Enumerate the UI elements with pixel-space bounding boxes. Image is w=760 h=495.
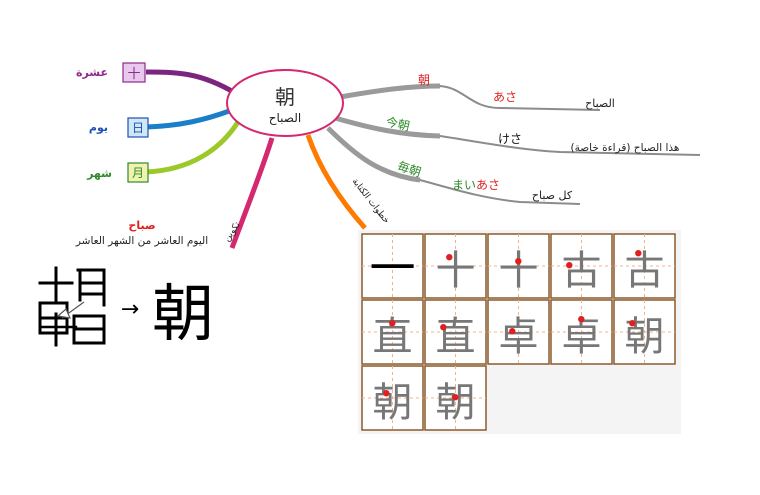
word-maiasa-reading: あさ — [476, 178, 500, 192]
stroke-step-glyph: 十 — [499, 248, 539, 294]
stroke-start-dot — [566, 262, 573, 269]
leaf-month-word: شهر — [86, 167, 112, 180]
center-meaning: الصباح — [269, 111, 301, 125]
branch-word2-root — [334, 115, 441, 139]
stroke-step-cell: 直 — [424, 299, 487, 365]
stroke-start-dot — [446, 254, 453, 261]
word-maiasa-meaning: كل صباح — [532, 189, 573, 202]
branch-composition-line — [229, 137, 275, 249]
composition-ten-bottom — [38, 312, 78, 347]
leaf-ten: عشرة 十 — [76, 62, 146, 83]
composition-illustration — [38, 266, 106, 347]
word-maiasa-reading-prefix: まい — [452, 178, 476, 192]
composition-result-kanji: 朝 — [152, 277, 214, 350]
leaf-ten-kanji: 十 — [127, 67, 140, 82]
leaf-month: شهر 月 — [86, 162, 149, 183]
mnemonic-block: تكوين صباح اليوم العاشر من الشهر العاشر — [75, 219, 243, 247]
center-node: 朝 الصباح — [226, 69, 344, 137]
branch-word3-root — [326, 126, 421, 183]
word-kesa-reading: けさ — [498, 132, 522, 146]
stroke-step-glyph: 古 — [562, 248, 602, 294]
stroke-start-dot — [440, 324, 447, 331]
stroke-step-cell: 直 — [361, 299, 424, 365]
stroke-step-cell: 卓 — [550, 299, 613, 365]
stroke-order-grid: 一十十古古直直卓卓朝朝朝 — [358, 230, 681, 434]
stroke-step-cell: 一 — [361, 233, 424, 299]
composition-ten-top — [38, 266, 74, 304]
leaf-day: يوم 日 — [89, 117, 149, 138]
word-maiasa: 毎朝 まい あさ كل صباح — [396, 158, 573, 202]
stroke-step-glyph: 卓 — [499, 314, 539, 360]
leaf-month-box — [127, 162, 149, 183]
branch-word1-root — [339, 83, 441, 100]
leaf-ten-word: عشرة — [76, 66, 108, 79]
stroke-step-cell: 古 — [613, 233, 676, 299]
leaf-ten-box — [122, 62, 146, 83]
branch-day-line — [145, 107, 233, 130]
word-kesa-meaning: هذا الصباح (قراءة خاصة) — [571, 142, 680, 154]
stroke-step-cell: 卓 — [487, 299, 550, 365]
stroke-step-cell: 古 — [550, 233, 613, 299]
stroke-start-dot — [383, 390, 390, 397]
mnemonic-title: صباح — [128, 219, 155, 232]
stroke-start-dot — [509, 328, 516, 335]
composition-day-right — [72, 314, 106, 345]
stroke-step-glyph: 一 — [370, 241, 416, 295]
composition-month — [76, 268, 106, 307]
stroke-step-cell: 十 — [424, 233, 487, 299]
stroke-step-cell: 十 — [487, 233, 550, 299]
word-asa: 朝 あさ الصباح — [418, 73, 615, 110]
branch-month-line — [145, 120, 241, 175]
stroke-step-cell: 朝 — [361, 365, 424, 431]
leaf-day-word: يوم — [89, 121, 108, 134]
word-kesa: 今朝 けさ هذا الصباح (قراءة خاصة) — [385, 114, 680, 154]
stroke-step-glyph: 古 — [625, 248, 665, 294]
stroke-start-dot — [389, 320, 396, 327]
stroke-step-cell: 朝 — [424, 365, 487, 431]
stroke-step-glyph: 十 — [436, 248, 476, 294]
stroke-step-glyph: 直 — [436, 314, 476, 360]
word-asa-reading: あさ — [493, 90, 517, 104]
branch-stroke-order-line — [305, 134, 367, 230]
branch-ten-line — [145, 69, 237, 96]
stroke-step-cell: 朝 — [613, 299, 676, 365]
leaf-day-kanji: 日 — [132, 121, 144, 135]
stroke-start-dot — [629, 320, 636, 327]
leaf-day-box — [127, 117, 149, 138]
stroke-start-dot — [452, 394, 459, 401]
move-arrow-icon — [56, 301, 85, 319]
mnemonic-text: اليوم العاشر من الشهر العاشر — [75, 235, 208, 247]
stroke-start-dot — [635, 250, 642, 257]
word-asa-kanji: 朝 — [418, 73, 430, 87]
stroke-start-dot — [515, 258, 522, 265]
composition-arrow: → — [121, 297, 139, 322]
word-kesa-kanji: 今朝 — [385, 114, 412, 134]
word-maiasa-kanji: 毎朝 — [396, 158, 423, 180]
leaf-month-kanji: 月 — [132, 166, 144, 180]
stroke-start-dot — [578, 316, 585, 323]
stroke-step-glyph: 朝 — [436, 380, 476, 426]
word-asa-meaning: الصباح — [585, 97, 615, 110]
stroke-step-glyph: 朝 — [373, 380, 413, 426]
center-kanji: 朝 — [275, 85, 295, 109]
